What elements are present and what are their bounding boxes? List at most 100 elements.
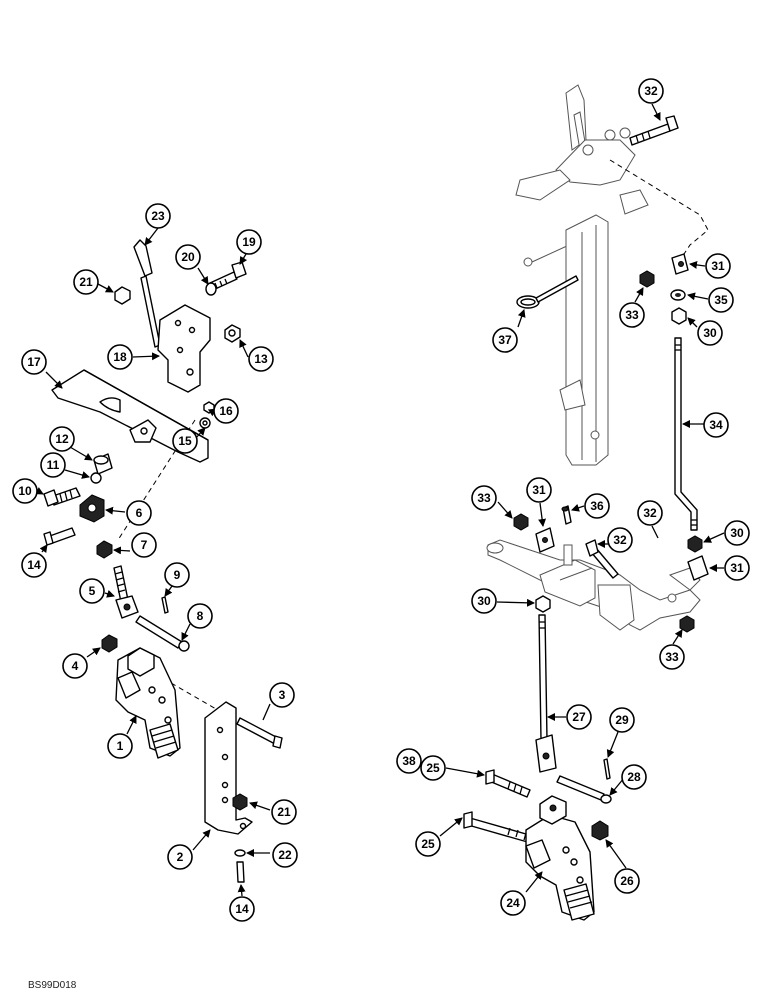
pedal-17 — [51, 369, 209, 463]
svg-text:32: 32 — [613, 533, 627, 547]
svg-text:31: 31 — [711, 259, 725, 273]
svg-text:8: 8 — [197, 609, 204, 623]
callout-9: 9 — [164, 562, 190, 588]
nut-4 — [101, 634, 118, 653]
callout-2: 2 — [167, 844, 193, 870]
svg-text:31: 31 — [730, 561, 744, 575]
callout-33-mid: 33 — [471, 485, 497, 511]
ring-pin-37 — [516, 275, 579, 309]
upper-linkage — [515, 84, 649, 267]
callout-20: 20 — [175, 244, 201, 270]
callout-22: 22 — [272, 842, 298, 868]
nut-21-lower — [232, 793, 248, 811]
callout-36: 36 — [584, 493, 610, 519]
callout-30-mid: 30 — [471, 588, 497, 614]
svg-text:37: 37 — [498, 333, 512, 347]
callout-7: 7 — [131, 532, 157, 558]
bolt-14-upper — [43, 527, 76, 546]
callout-16: 16 — [213, 398, 239, 424]
callout-33-lower: 33 — [659, 644, 685, 670]
bolt-25-upper — [485, 769, 531, 798]
callout-25-lower: 25 — [415, 831, 441, 857]
bracket-2 — [204, 701, 253, 835]
svg-text:22: 22 — [278, 848, 292, 862]
callout-31-top: 31 — [705, 253, 731, 279]
callout-34: 34 — [703, 412, 729, 438]
svg-text:32: 32 — [644, 84, 658, 98]
callout-38: 38 — [396, 748, 422, 774]
svg-text:30: 30 — [730, 526, 744, 540]
pin-36 — [561, 505, 572, 525]
callout-28: 28 — [621, 764, 647, 790]
nut-30-right — [687, 535, 703, 553]
valve-24 — [525, 795, 595, 921]
callout-30-right: 30 — [724, 520, 750, 546]
nut-33-mid — [513, 513, 529, 531]
callout-13: 13 — [248, 346, 274, 372]
valve-1 — [115, 647, 181, 759]
callout-31-right: 31 — [724, 555, 750, 581]
svg-text:9: 9 — [174, 568, 181, 582]
svg-text:34: 34 — [709, 418, 723, 432]
svg-text:11: 11 — [47, 458, 60, 472]
callout-1: 1 — [107, 733, 133, 759]
callout-17: 17 — [21, 349, 47, 375]
nut-7 — [96, 540, 113, 559]
svg-text:12: 12 — [55, 432, 69, 446]
clevis-6 — [79, 494, 105, 523]
clevis-31-right — [687, 555, 709, 581]
callout-35: 35 — [708, 287, 734, 313]
callout-4: 4 — [62, 653, 88, 679]
washer-22 — [234, 849, 246, 857]
svg-text:25: 25 — [421, 837, 435, 851]
svg-text:1: 1 — [117, 739, 124, 753]
svg-text:25: 25 — [426, 761, 440, 775]
nut-13 — [224, 324, 241, 343]
svg-text:5: 5 — [89, 584, 96, 598]
svg-text:20: 20 — [181, 250, 195, 264]
bolt-19 — [205, 261, 247, 296]
svg-text:14: 14 — [235, 902, 249, 916]
left-assembly — [43, 239, 283, 883]
svg-text:21: 21 — [79, 275, 93, 289]
washer-11 — [90, 472, 102, 484]
callout-25-upper: 25 — [420, 755, 446, 781]
washer-15 — [199, 417, 211, 429]
pin-23 — [133, 239, 161, 348]
callout-23: 23 — [145, 203, 171, 229]
callout-26: 26 — [614, 868, 640, 894]
nut-33-lower — [679, 615, 695, 633]
washer-35 — [670, 289, 686, 301]
svg-text:33: 33 — [665, 650, 679, 664]
clevis-31-top — [671, 253, 689, 275]
svg-text:35: 35 — [714, 293, 728, 307]
callout-31-mid: 31 — [526, 477, 552, 503]
callout-10: 10 — [12, 478, 38, 504]
bolt-3 — [236, 717, 283, 749]
svg-text:19: 19 — [242, 235, 256, 249]
svg-text:31: 31 — [532, 483, 546, 497]
leader-lines — [33, 103, 725, 897]
svg-text:10: 10 — [18, 484, 32, 498]
svg-text:32: 32 — [643, 506, 657, 520]
bolt-8 — [135, 615, 190, 652]
callout-21-top: 21 — [73, 269, 99, 295]
svg-text:38: 38 — [402, 754, 416, 768]
callout-32-mid: 32 — [607, 527, 633, 553]
callout-32-mid-right: 32 — [637, 500, 663, 526]
svg-text:33: 33 — [477, 491, 491, 505]
callout-32-top: 32 — [638, 78, 664, 104]
pin-9 — [161, 596, 169, 614]
svg-text:30: 30 — [703, 326, 717, 340]
svg-text:30: 30 — [477, 594, 491, 608]
callout-29: 29 — [609, 707, 635, 733]
svg-text:6: 6 — [136, 506, 143, 520]
svg-text:4: 4 — [72, 659, 79, 673]
callout-5: 5 — [79, 578, 105, 604]
svg-text:29: 29 — [615, 713, 629, 727]
callout-12: 12 — [49, 426, 75, 452]
svg-text:23: 23 — [151, 209, 165, 223]
callout-3: 3 — [269, 682, 295, 708]
svg-text:27: 27 — [572, 710, 586, 724]
